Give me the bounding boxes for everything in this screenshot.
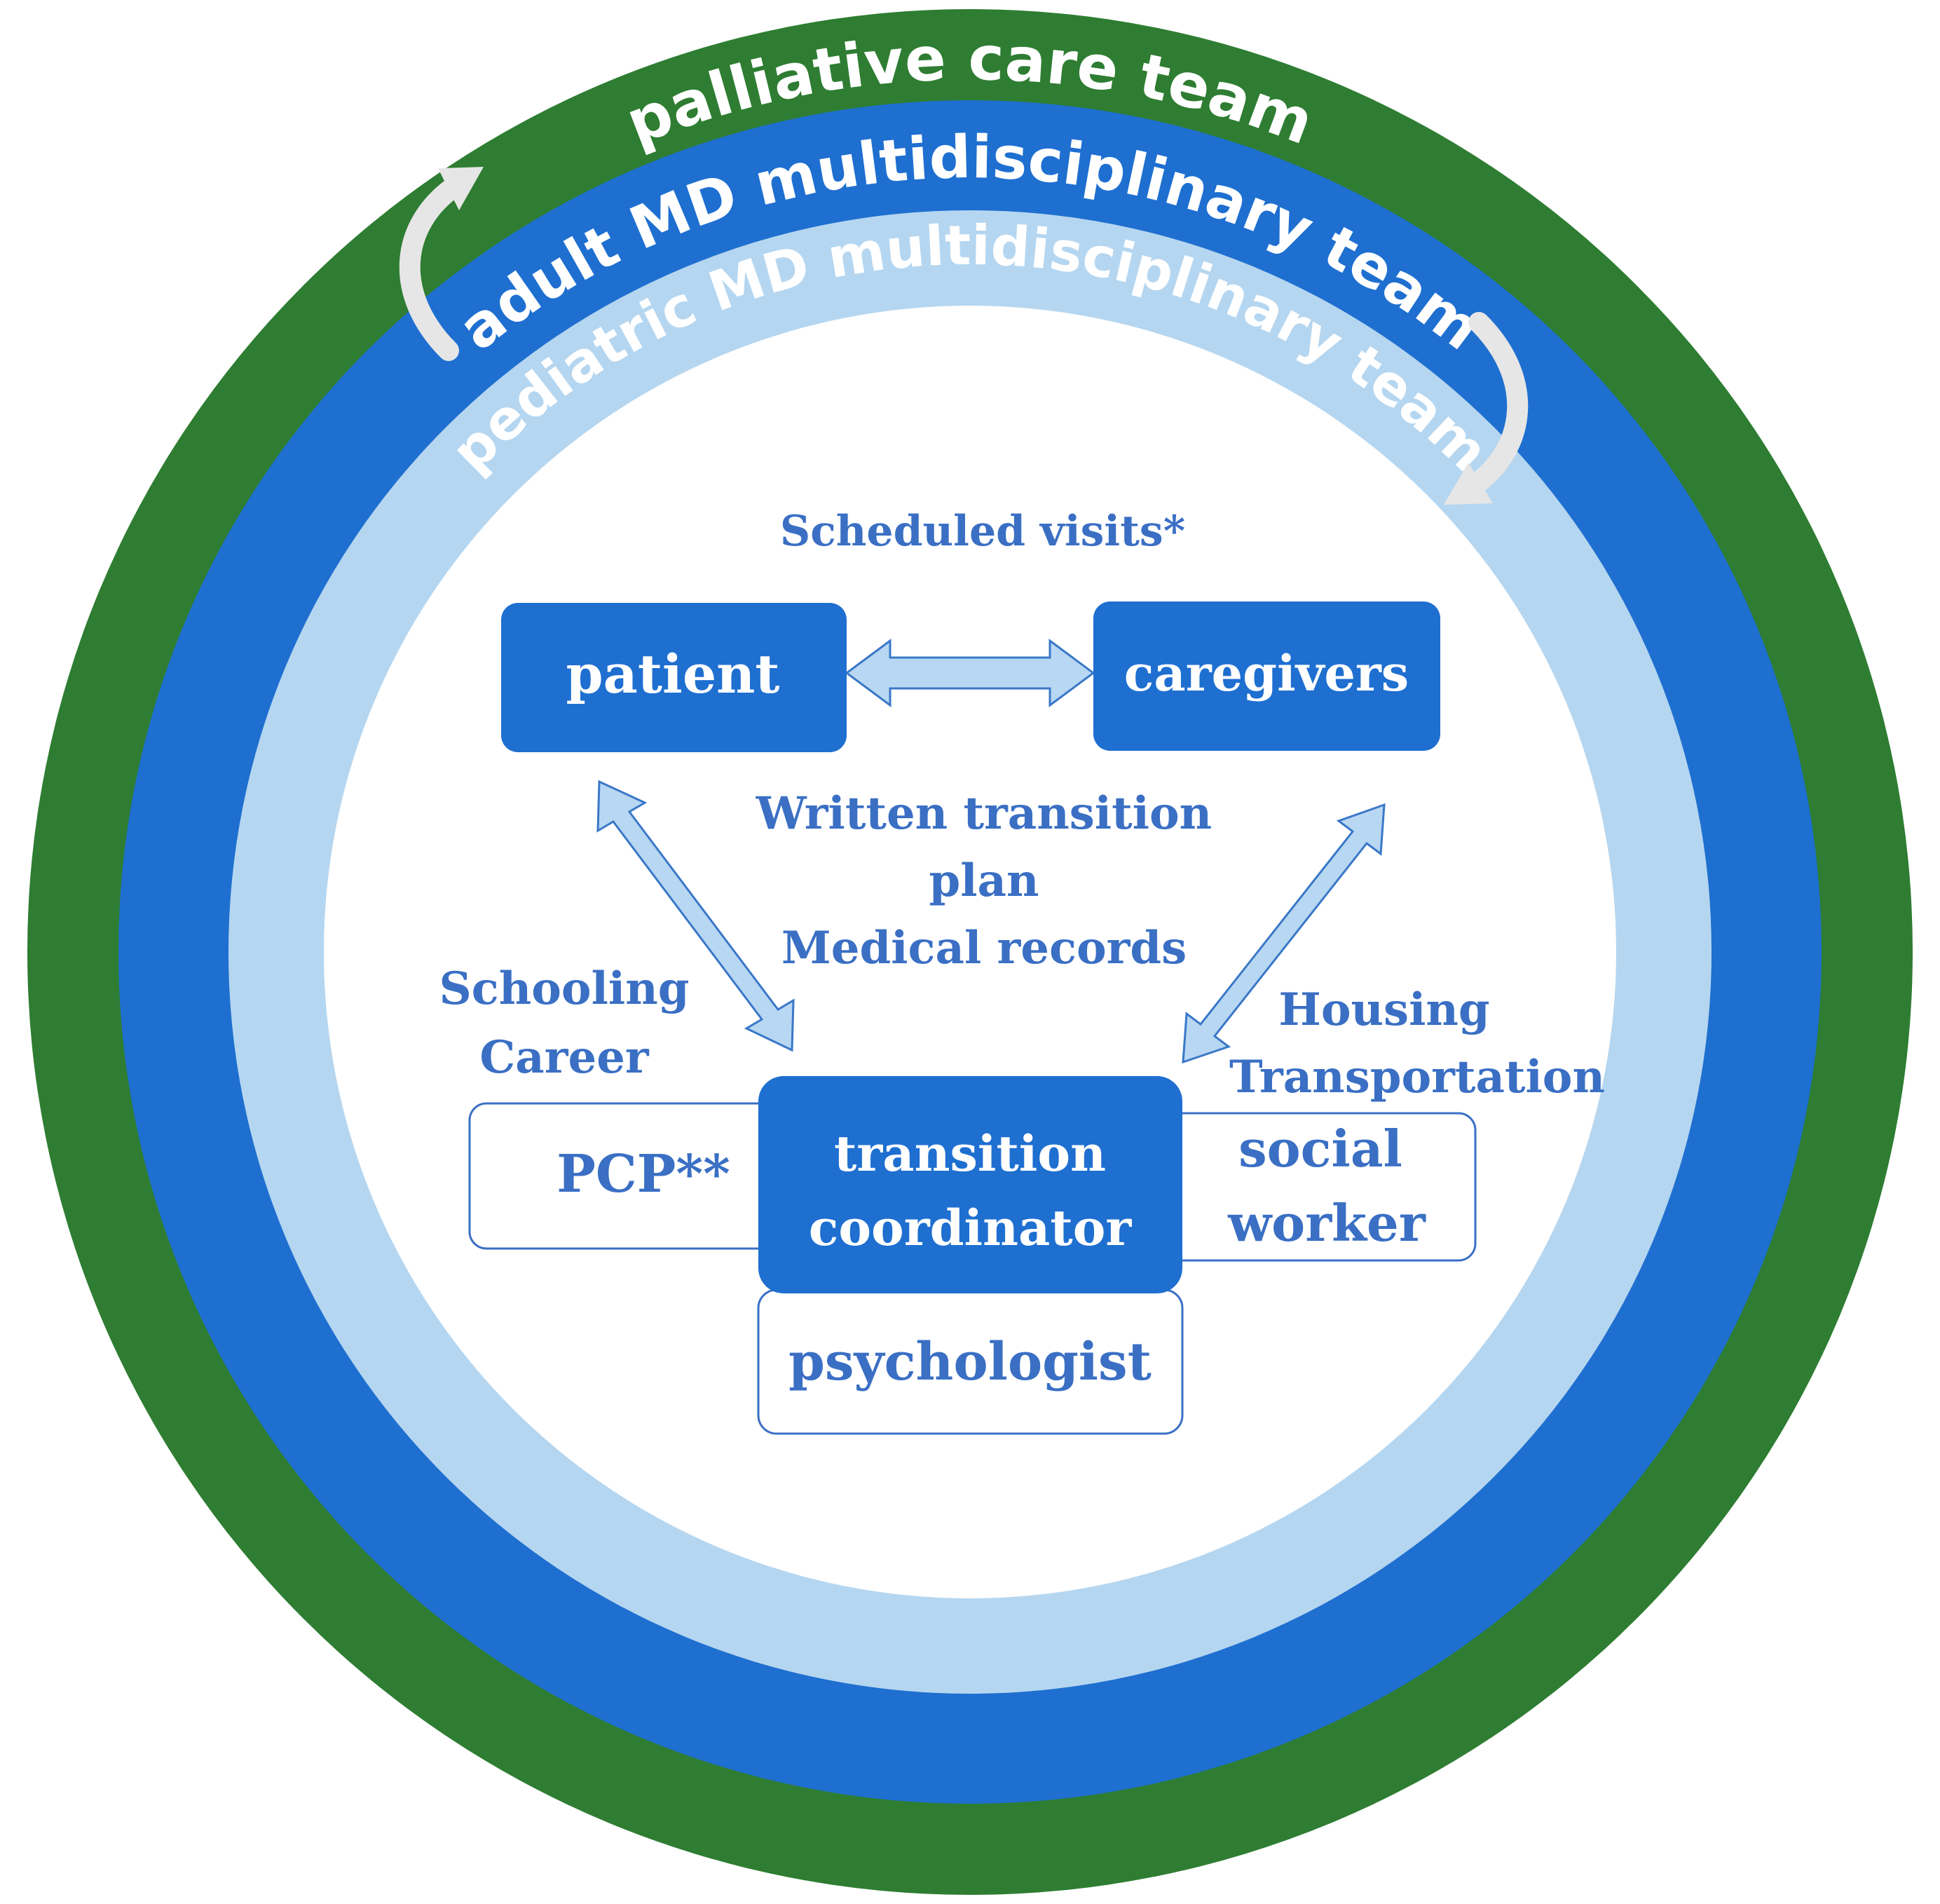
caregivers-node: caregivers: [1093, 601, 1440, 751]
social-label: social: [1238, 1119, 1402, 1178]
patient-label: patient: [566, 643, 779, 705]
medical-records-label: Medical records: [781, 922, 1187, 974]
transportation-label: Transportation: [1229, 1051, 1605, 1103]
patient-node: patient: [501, 603, 847, 752]
housing-label: Housing: [1278, 984, 1489, 1036]
social-worker-node: social worker: [1162, 1112, 1477, 1262]
patient-coordinator-arrow-icon: [596, 780, 795, 1052]
right-curved-arrow-icon: [1444, 312, 1529, 505]
psychologist-node: psychologist: [757, 1288, 1184, 1435]
transition-label: transition: [834, 1124, 1106, 1183]
schooling-label: Schooling: [439, 963, 690, 1015]
written-plan-line1: Written transition: [756, 787, 1212, 840]
psychologist-label: psychologist: [788, 1332, 1152, 1392]
coordinator-label: coordinator: [809, 1199, 1133, 1257]
scheduled-visits-label: Scheduled visits*: [780, 507, 1185, 556]
career-label: Career: [479, 1031, 650, 1084]
pcp-node: PCP**: [468, 1102, 783, 1250]
caregivers-coordinator-arrow-icon: [1182, 803, 1386, 1064]
worker-label: worker: [1227, 1193, 1426, 1253]
pcp-label: PCP**: [556, 1144, 730, 1204]
caregivers-label: caregivers: [1124, 644, 1409, 702]
transition-coordinator-node: transition coordinator: [758, 1076, 1182, 1293]
written-plan-line2: plan: [929, 855, 1039, 907]
left-curved-arrow-icon: [399, 167, 484, 361]
